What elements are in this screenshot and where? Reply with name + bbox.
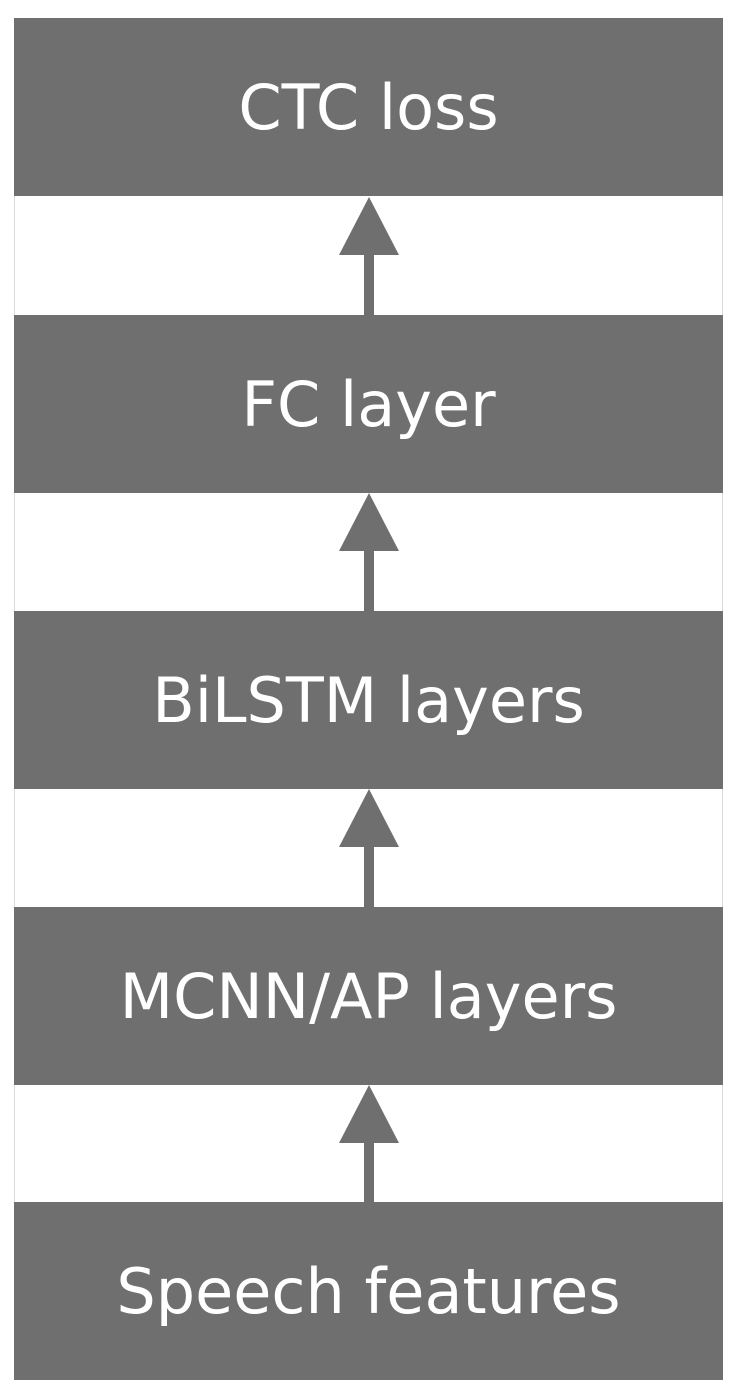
- block-mcnn-ap-layers: MCNN/AP layers: [14, 907, 723, 1085]
- arrow-up-icon: [337, 1085, 401, 1203]
- block-label: BiLSTM layers: [152, 663, 585, 737]
- block-label: CTC loss: [238, 70, 499, 144]
- arrow-up-icon: [337, 197, 401, 315]
- block-label: MCNN/AP layers: [119, 959, 618, 1033]
- block-bilstm-layers: BiLSTM layers: [14, 611, 723, 789]
- block-label: FC layer: [241, 367, 496, 441]
- block-label: Speech features: [116, 1254, 621, 1328]
- block-ctc-loss: CTC loss: [14, 18, 723, 196]
- block-fc-layer: FC layer: [14, 315, 723, 493]
- arrow-up-icon: [337, 789, 401, 907]
- block-speech-features: Speech features: [14, 1202, 723, 1380]
- arrow-up-icon: [337, 493, 401, 611]
